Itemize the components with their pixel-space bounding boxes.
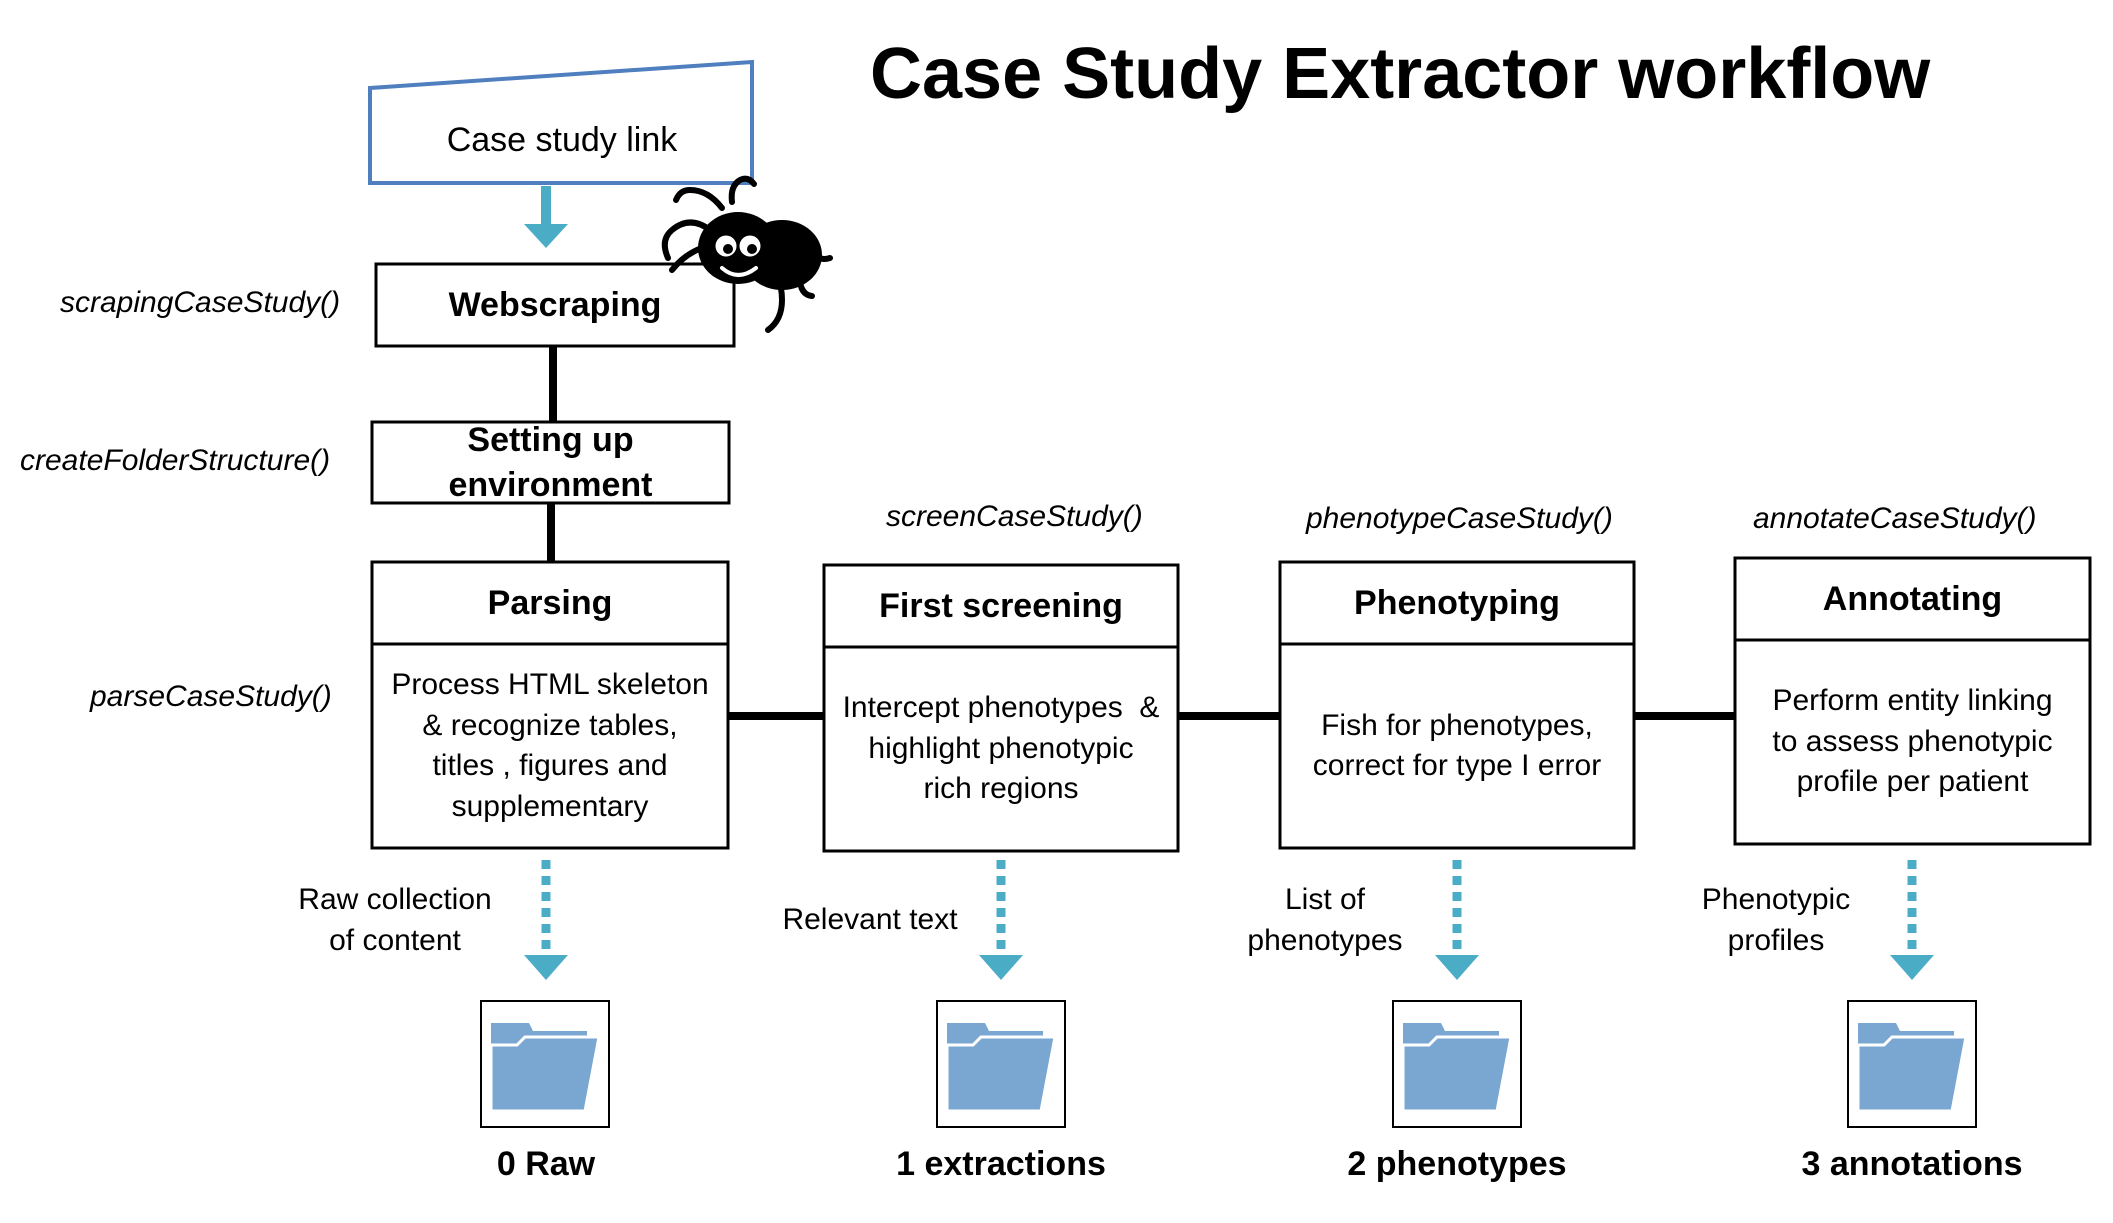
stage-body-phenotyping: Fish for phenotypes, correct for type I … <box>1280 644 1634 848</box>
function-folder: createFolderStructure() <box>20 444 331 477</box>
product-line: of content <box>329 923 461 957</box>
setup-label-line: Setting up <box>467 421 634 460</box>
stage-body-parsing: Process HTML skeleton & recognize tables… <box>372 644 728 848</box>
body-line: Process HTML skeleton <box>391 668 709 701</box>
function-annotate: annotateCaseStudy() <box>1753 502 2037 535</box>
stage-header-phenotyping: Phenotyping <box>1354 583 1560 622</box>
product-line: profiles <box>1727 923 1825 957</box>
product-line: Relevant text <box>782 903 958 936</box>
input-arrow <box>524 186 568 248</box>
product-line: phenotypes <box>1247 923 1403 957</box>
folder-icon <box>480 1000 610 1128</box>
product-line: Raw collection <box>298 883 492 916</box>
stage-box-parsing <box>370 560 730 850</box>
function-parse: parseCaseStudy() <box>90 680 332 713</box>
body-line: rich regions <box>923 772 1079 806</box>
stage-box-phenotyping <box>1278 560 1636 850</box>
product-line: Phenotypic <box>1701 883 1851 916</box>
body-line: profile per patient <box>1796 765 2029 799</box>
folder-label-annotations: 3 annotations <box>1801 1145 2023 1183</box>
setup-label: Setting up environment <box>372 421 729 503</box>
dotted-arrow-phenotypes <box>1435 860 1479 980</box>
stage-header-annotating: Annotating <box>1822 579 2003 618</box>
product-line: List of <box>1284 883 1366 916</box>
dotted-arrow-annotations <box>1890 860 1934 980</box>
stage-body-screening: Intercept phenotypes & highlight phenoty… <box>824 647 1178 851</box>
body-line: supplementary <box>451 789 649 823</box>
setup-label-line: environment <box>448 465 653 504</box>
stage-box-annotating <box>1733 556 2092 846</box>
product-label-extractions: Relevant text <box>770 900 970 941</box>
webscraping-label: Webscraping <box>448 285 662 324</box>
stage-header-parsing: Parsing <box>487 583 613 622</box>
stage-header-screening: First screening <box>879 586 1123 625</box>
folder-icon <box>936 1000 1066 1128</box>
folder-label-phenotypes: 2 phenotypes <box>1347 1145 1567 1183</box>
function-scraping: scrapingCaseStudy() <box>60 286 341 319</box>
input-label: Case study link <box>446 120 678 159</box>
folder-icon <box>1847 1000 1977 1128</box>
stage-box-screening <box>822 563 1180 853</box>
body-line: Fish for phenotypes, <box>1321 708 1593 742</box>
body-line: Intercept phenotypes & <box>842 691 1160 725</box>
page-title: Case Study Extractor workflow <box>870 34 1931 114</box>
dotted-arrow-extractions <box>979 860 1023 980</box>
folder-label-extractions: 1 extractions <box>896 1145 1106 1183</box>
body-line: to assess phenotypic <box>1772 724 2053 758</box>
spider-icon <box>661 175 833 333</box>
body-line: & recognize tables, <box>422 708 678 742</box>
setup-box <box>370 420 731 505</box>
body-line: correct for type I error <box>1312 749 1602 782</box>
dotted-arrow-raw <box>524 860 568 980</box>
webscraping-box <box>374 262 736 348</box>
function-screen: screenCaseStudy() <box>886 500 1143 533</box>
body-line: titles , figures and <box>432 749 668 782</box>
product-label-phenotypes: List of phenotypes <box>1240 880 1410 961</box>
product-label-annotations: Phenotypic profiles <box>1686 880 1866 961</box>
folder-icon <box>1392 1000 1522 1128</box>
product-label-raw: Raw collection of content <box>280 880 510 961</box>
body-line: Perform entity linking <box>1772 684 2053 718</box>
function-phenotype: phenotypeCaseStudy() <box>1306 502 1613 535</box>
body-line: highlight phenotypic <box>868 731 1134 765</box>
folder-label-raw: 0 Raw <box>496 1145 596 1183</box>
stage-body-annotating: Perform entity linking to assess phenoty… <box>1735 640 2090 844</box>
